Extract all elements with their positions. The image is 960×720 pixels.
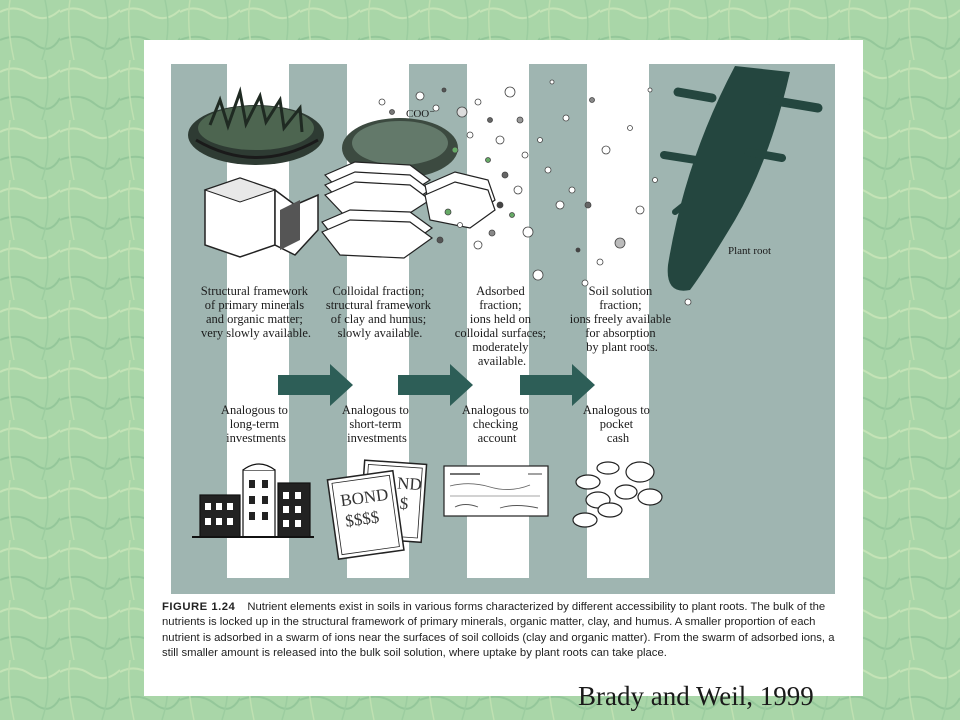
stage-3-description: Adsorbed fraction; ions held on colloida… bbox=[455, 284, 549, 368]
stage-3-analogy-line: Analogous to bbox=[462, 403, 529, 417]
citation-credit: Brady and Weil, 1999 bbox=[578, 681, 814, 711]
bond-back-amount: $ bbox=[399, 494, 409, 514]
stage-1-analogy-line: long-term bbox=[230, 417, 280, 431]
stage-1-analogy: Analogous to long-term investments bbox=[221, 403, 291, 445]
stage-4-analogy-line: cash bbox=[607, 431, 630, 445]
stage-1-analogy-line: Analogous to bbox=[221, 403, 288, 417]
stage-3-description-line: colloidal surfaces; bbox=[455, 326, 546, 340]
stage-4-description-line: fraction; bbox=[599, 298, 641, 312]
stage-4-description-line: Soil solution bbox=[589, 284, 653, 298]
stage-3-description-line: moderately bbox=[472, 340, 529, 354]
stage-3-description-line: available. bbox=[478, 354, 526, 368]
figure-caption-text: Nutrient elements exist in soils in vari… bbox=[162, 601, 835, 660]
plant-root-illustration: Plant root bbox=[660, 66, 823, 291]
stage-1-description: Structural framework of primary minerals… bbox=[201, 284, 311, 340]
arrow-right-icon bbox=[278, 364, 353, 406]
coins-icon bbox=[572, 461, 663, 528]
stage-2-description-line: of clay and humus; bbox=[331, 312, 426, 326]
bond-back-label: ND bbox=[397, 473, 423, 494]
stage-2-analogy-line: short-term bbox=[349, 417, 401, 431]
stage-3-description-line: fraction; bbox=[479, 298, 521, 312]
bond-certificates-icon: ND $ BOND $$$$ bbox=[326, 459, 428, 561]
stage-4-analogy-line: Analogous to bbox=[583, 403, 650, 417]
stage-4-analogy-line: pocket bbox=[600, 417, 634, 431]
clay-humus-illustration: COO⁻ bbox=[321, 108, 496, 259]
stage-1-analogy-line: investments bbox=[226, 431, 286, 445]
stage-1-description-line: very slowly available. bbox=[201, 326, 311, 340]
ion-swarm bbox=[378, 79, 692, 306]
arrow-right-icon bbox=[398, 364, 473, 406]
stage-2-description: Colloidal fraction; structural framework… bbox=[326, 284, 434, 340]
plant-root-label: Plant root bbox=[728, 245, 771, 257]
bond-front-amount: $$$$ bbox=[344, 507, 380, 531]
arrow-right-icon bbox=[520, 364, 595, 406]
stage-1-description-line: Structural framework bbox=[201, 284, 309, 298]
flow-arrows bbox=[278, 364, 595, 406]
stage-1-description-line: of primary minerals bbox=[205, 298, 304, 312]
stage-4-description-line: for absorption bbox=[585, 326, 656, 340]
stage-2-description-line: slowly available. bbox=[338, 326, 423, 340]
check-icon bbox=[443, 465, 549, 517]
stage-2-description-line: Colloidal fraction; bbox=[332, 284, 424, 298]
buildings-icon bbox=[192, 463, 314, 538]
stage-4-description-line: by plant roots. bbox=[586, 340, 658, 354]
stage-3-analogy-line: checking bbox=[473, 417, 519, 431]
stage-3-analogy: Analogous to checking account bbox=[462, 403, 532, 445]
stage-2-analogy-line: Analogous to bbox=[342, 403, 409, 417]
stage-4-analogy: Analogous to pocket cash bbox=[583, 403, 653, 445]
stage-3-description-line: Adsorbed bbox=[476, 284, 525, 298]
primary-minerals-illustration bbox=[188, 86, 324, 258]
stage-3-description-line: ions held on bbox=[470, 312, 532, 326]
stage-4-description-line: ions freely available bbox=[570, 312, 672, 326]
stage-2-analogy-line: investments bbox=[347, 431, 407, 445]
figure-label: FIGURE 1.24 bbox=[162, 601, 236, 613]
stage-2-description-line: structural framework bbox=[326, 298, 432, 312]
stage-2-analogy: Analogous to short-term investments bbox=[342, 403, 412, 445]
stage-4-description: Soil solution fraction; ions freely avai… bbox=[570, 284, 674, 354]
coo-label: COO⁻ bbox=[406, 108, 435, 120]
stage-3-analogy-line: account bbox=[478, 431, 517, 445]
stage-1-description-line: and organic matter; bbox=[206, 312, 303, 326]
